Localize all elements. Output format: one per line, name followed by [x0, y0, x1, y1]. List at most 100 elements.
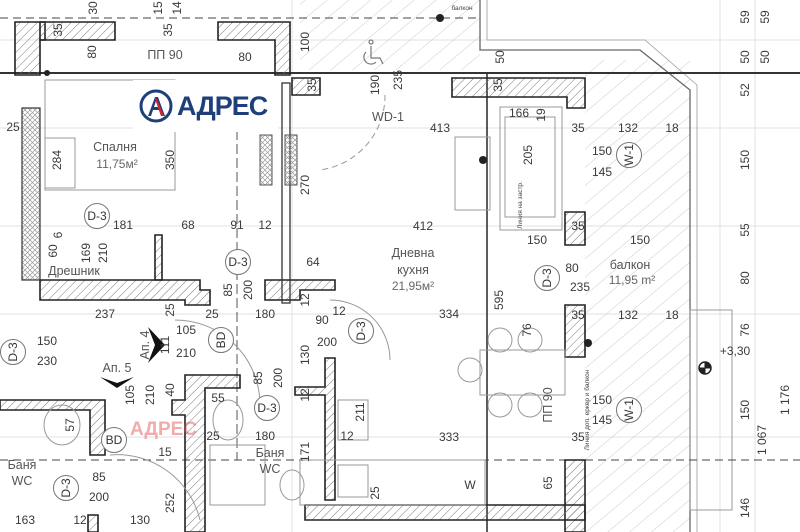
room-name: WC — [11, 473, 33, 488]
dimension-label: 334 — [438, 307, 460, 321]
dimension-label: 111 — [158, 335, 172, 355]
dimension-label: 35 — [571, 308, 585, 322]
dimension-label: 181 — [112, 218, 134, 232]
dimension-label: 145 — [591, 165, 613, 179]
dimension-label: 252 — [163, 492, 177, 514]
dimension-label: 12 — [332, 304, 346, 318]
dimension-label: 59 — [758, 10, 772, 24]
room-name: балкон — [609, 257, 651, 272]
dimension-label: 1 067 — [755, 424, 769, 456]
plan-label: ПП 90 — [540, 387, 555, 423]
dimension-label: 35 — [491, 78, 505, 92]
dimension-label: 200 — [271, 367, 285, 389]
dimension-label: 12 — [340, 429, 354, 443]
room-area: 11,75м² — [96, 157, 138, 171]
balcony-floor — [585, 60, 690, 532]
dimension-label: 200 — [88, 490, 110, 504]
dimension-label: 163 — [14, 513, 36, 527]
element-tag: W-1 — [616, 397, 642, 423]
room-name: Дрешник — [48, 263, 100, 278]
wheelchair-icon — [363, 39, 384, 65]
dimension-label: 25 — [6, 120, 20, 134]
dimension-label: 150 — [591, 393, 613, 407]
dimension-label: 35 — [571, 219, 585, 233]
dimension-label: 105 — [175, 323, 197, 337]
logo-mark-icon — [139, 89, 173, 123]
plan-label: WD-1 — [372, 109, 404, 124]
dimension-label: 100 — [298, 31, 312, 53]
dimension-label: 30 — [86, 1, 100, 15]
balcony-outline — [479, 0, 691, 532]
dimension-label: 40 — [163, 383, 177, 397]
element-tag: D-3 — [348, 318, 374, 344]
element-tag: D-3 — [53, 475, 79, 501]
dimension-label: 150 — [738, 399, 752, 421]
dimension-label: 85 — [92, 470, 106, 484]
dimension-label: 210 — [175, 346, 197, 360]
dimension-label: 76 — [520, 323, 534, 337]
dimension-label: 150 — [36, 334, 58, 348]
dimension-label: 80 — [565, 261, 579, 275]
dimension-label: 412 — [412, 219, 434, 233]
dimension-label: 200 — [241, 279, 255, 301]
dimension-label: 14 — [170, 1, 184, 15]
element-tag: D-3 — [254, 395, 280, 421]
dimension-label: 169 — [79, 242, 93, 264]
dimension-label: 230 — [36, 354, 58, 368]
dimension-label: 130 — [129, 513, 151, 527]
dimension-label: 333 — [438, 430, 460, 444]
dimension-label: 12 — [73, 513, 87, 527]
dimension-label: 80 — [738, 271, 752, 285]
dimension-label: 76 — [738, 323, 752, 337]
dimension-label: 68 — [181, 218, 195, 232]
dimension-label: 235 — [391, 69, 405, 91]
dimension-label: 25 — [205, 307, 219, 321]
dimension-label: 18 — [665, 308, 679, 322]
dimension-label: 205 — [521, 144, 535, 166]
dimension-label: 190 — [368, 74, 382, 96]
dimension-label: 50 — [758, 50, 772, 64]
dimension-label: 57 — [63, 418, 77, 432]
room-name: Спалня — [93, 139, 137, 154]
dimension-label: 15 — [158, 445, 172, 459]
dimension-label: 270 — [298, 174, 312, 196]
dimension-label: 12 — [298, 388, 312, 402]
dimension-label: 85 — [221, 283, 235, 297]
dimension-label: 145 — [591, 413, 613, 427]
dimension-label: 35 — [161, 23, 175, 37]
plan-label: Линия на застр. — [516, 181, 524, 229]
dimension-label: 132 — [617, 308, 639, 322]
room-name: WC — [259, 461, 281, 476]
dimension-label: 130 — [298, 344, 312, 366]
plan-label: Ап. 4 — [137, 330, 152, 360]
element-tag: D-3 — [534, 265, 560, 291]
dimension-label: 413 — [429, 121, 451, 135]
dimension-label: 284 — [50, 149, 64, 171]
room-name: Дневна — [391, 245, 435, 260]
dimension-label: 50 — [493, 50, 507, 64]
dimension-label: 59 — [738, 10, 752, 24]
dimension-label: 12 — [298, 293, 312, 307]
room-name: Баня — [7, 457, 37, 472]
element-tag: D-3 — [0, 339, 26, 365]
dimension-label: 150 — [591, 144, 613, 158]
element-tag: D-3 — [84, 203, 110, 229]
dimension-label: 146 — [738, 497, 752, 519]
dimension-label: 171 — [298, 441, 312, 463]
dimension-label: 91 — [230, 218, 244, 232]
dimension-label: 50 — [738, 50, 752, 64]
dimension-label: 200 — [316, 335, 338, 349]
dimension-label: 85 — [251, 371, 265, 385]
dimension-label: 235 — [569, 280, 591, 294]
plan-label: Ап. 5 — [102, 360, 132, 375]
room-name: Баня — [255, 445, 285, 460]
plan-label: +3,30 — [719, 344, 751, 358]
dimension-label: 350 — [163, 149, 177, 171]
logo: АДРЕС — [133, 80, 278, 132]
dimension-label: 55 — [211, 391, 225, 405]
dimension-label: 90 — [315, 313, 329, 327]
watermark: АДРЕС — [130, 419, 198, 440]
logo-text: АДРЕС — [177, 90, 268, 121]
